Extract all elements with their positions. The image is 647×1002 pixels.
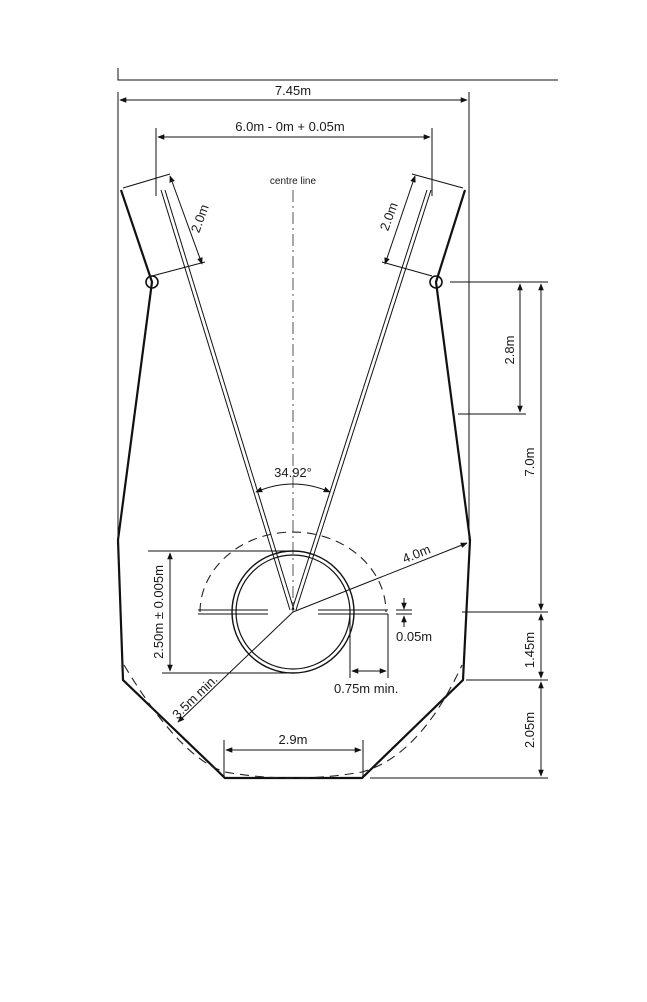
lower-height-1-label: 1.45m — [522, 632, 537, 668]
radius-outer-label: 4.0m — [400, 541, 432, 566]
diameter-label: 2.50m ± 0.005m — [151, 565, 166, 659]
angle-label: 34.92° — [274, 465, 312, 480]
right-post — [429, 275, 443, 289]
centre-line-label: centre line — [270, 176, 317, 187]
right-2m-tick-top — [411, 173, 464, 189]
right-gate-line-a — [291, 189, 428, 611]
radius-inner-label: 3.5m min. — [169, 672, 220, 722]
left-2m-label: 2.0m — [188, 202, 212, 234]
angle-arc — [255, 483, 331, 493]
dashed-inner-circle — [199, 531, 387, 613]
left-gate-line-b — [164, 189, 295, 611]
overall-width-label: 7.45m — [275, 83, 311, 98]
top-frame-rule — [117, 68, 558, 81]
left-2m-tick-top — [122, 173, 171, 189]
upper-height-label: 2.8m — [502, 336, 517, 365]
right-2m-dimension-line — [384, 175, 416, 265]
throwing-circle-inner — [235, 554, 351, 670]
left-gate-line-a — [160, 189, 291, 611]
radius-inner-line — [177, 611, 294, 723]
left-2m-tick-bottom — [151, 261, 206, 277]
radius-outer-line — [292, 542, 468, 613]
post-spacing-label: 6.0m - 0m + 0.05m — [235, 119, 344, 134]
dashed-outer-sweep — [123, 664, 463, 779]
ring-height-label: 0.05m — [396, 629, 432, 644]
ring-extension-label: 0.75m min. — [334, 681, 398, 696]
total-height-label: 7.0m — [522, 448, 537, 477]
left-2m-dimension-line — [169, 175, 203, 265]
throwing-circle-outer — [231, 550, 355, 674]
lower-height-2-label: 2.05m — [522, 712, 537, 748]
base-width-label: 2.9m — [279, 732, 308, 747]
